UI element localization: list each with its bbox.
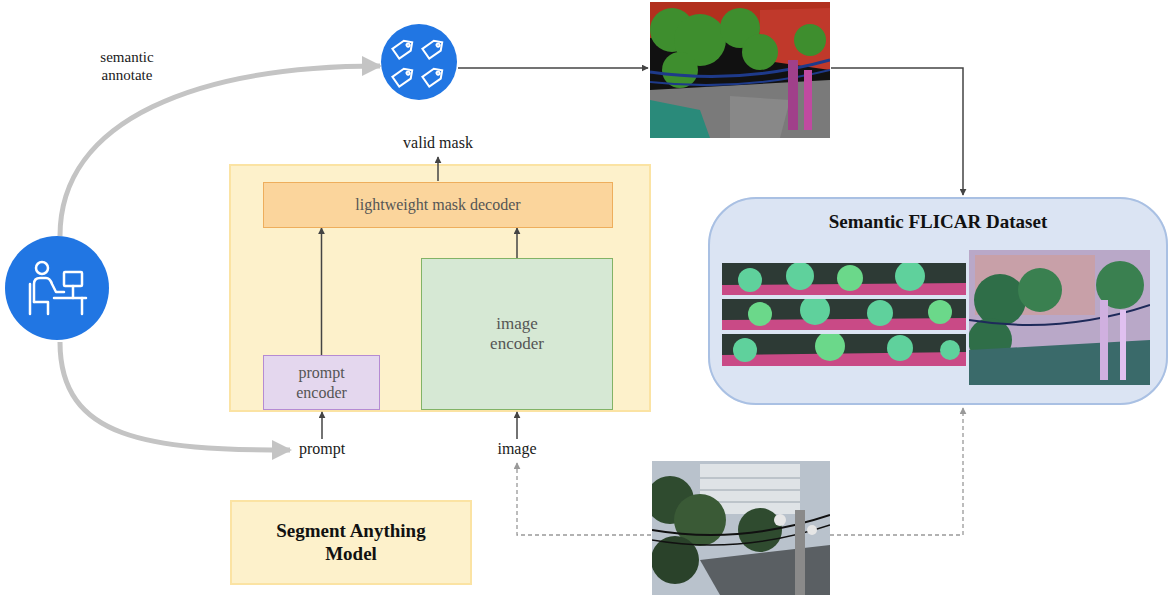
dataset-thumbnails <box>722 250 1150 385</box>
camera-photo <box>646 461 830 595</box>
dataset-panel-fill <box>708 197 1168 405</box>
connector-arrow <box>321 228 323 355</box>
legend-box: Segment Anything Model <box>230 500 472 585</box>
flow-arrow <box>458 67 648 69</box>
input-arrow <box>516 412 518 439</box>
node-text: Segment Anything Model <box>256 520 446 566</box>
dashed-arrow <box>830 408 963 535</box>
encoder-box: prompt encoder <box>263 355 380 410</box>
flow-label: semantic annotate <box>87 48 167 84</box>
encoder-box: image encoder <box>421 258 613 410</box>
input-arrow <box>321 412 323 439</box>
prompt-arrow <box>60 342 290 450</box>
dashed-arrow <box>517 463 651 535</box>
decoder-box: lightweight mask decoder <box>263 182 613 228</box>
node-text: lightweight mask decoder <box>355 195 520 214</box>
flow-label: prompt <box>299 439 345 458</box>
annotator-icon <box>5 236 109 340</box>
flow-label: valid mask <box>403 133 473 152</box>
flow-arrow <box>831 68 963 195</box>
output-arrow <box>437 157 439 181</box>
connector-arrow <box>516 228 518 258</box>
model-panel <box>230 165 650 411</box>
dataset-panel: Semantic FLICAR Dataset <box>708 197 1168 405</box>
segmentation-image <box>650 2 830 138</box>
node-text: image encoder <box>477 314 557 355</box>
node-text: Semantic FLICAR Dataset <box>829 211 1047 234</box>
tag-icon <box>381 24 457 100</box>
node-text: prompt encoder <box>287 363 357 401</box>
flow-label: image <box>497 439 536 458</box>
